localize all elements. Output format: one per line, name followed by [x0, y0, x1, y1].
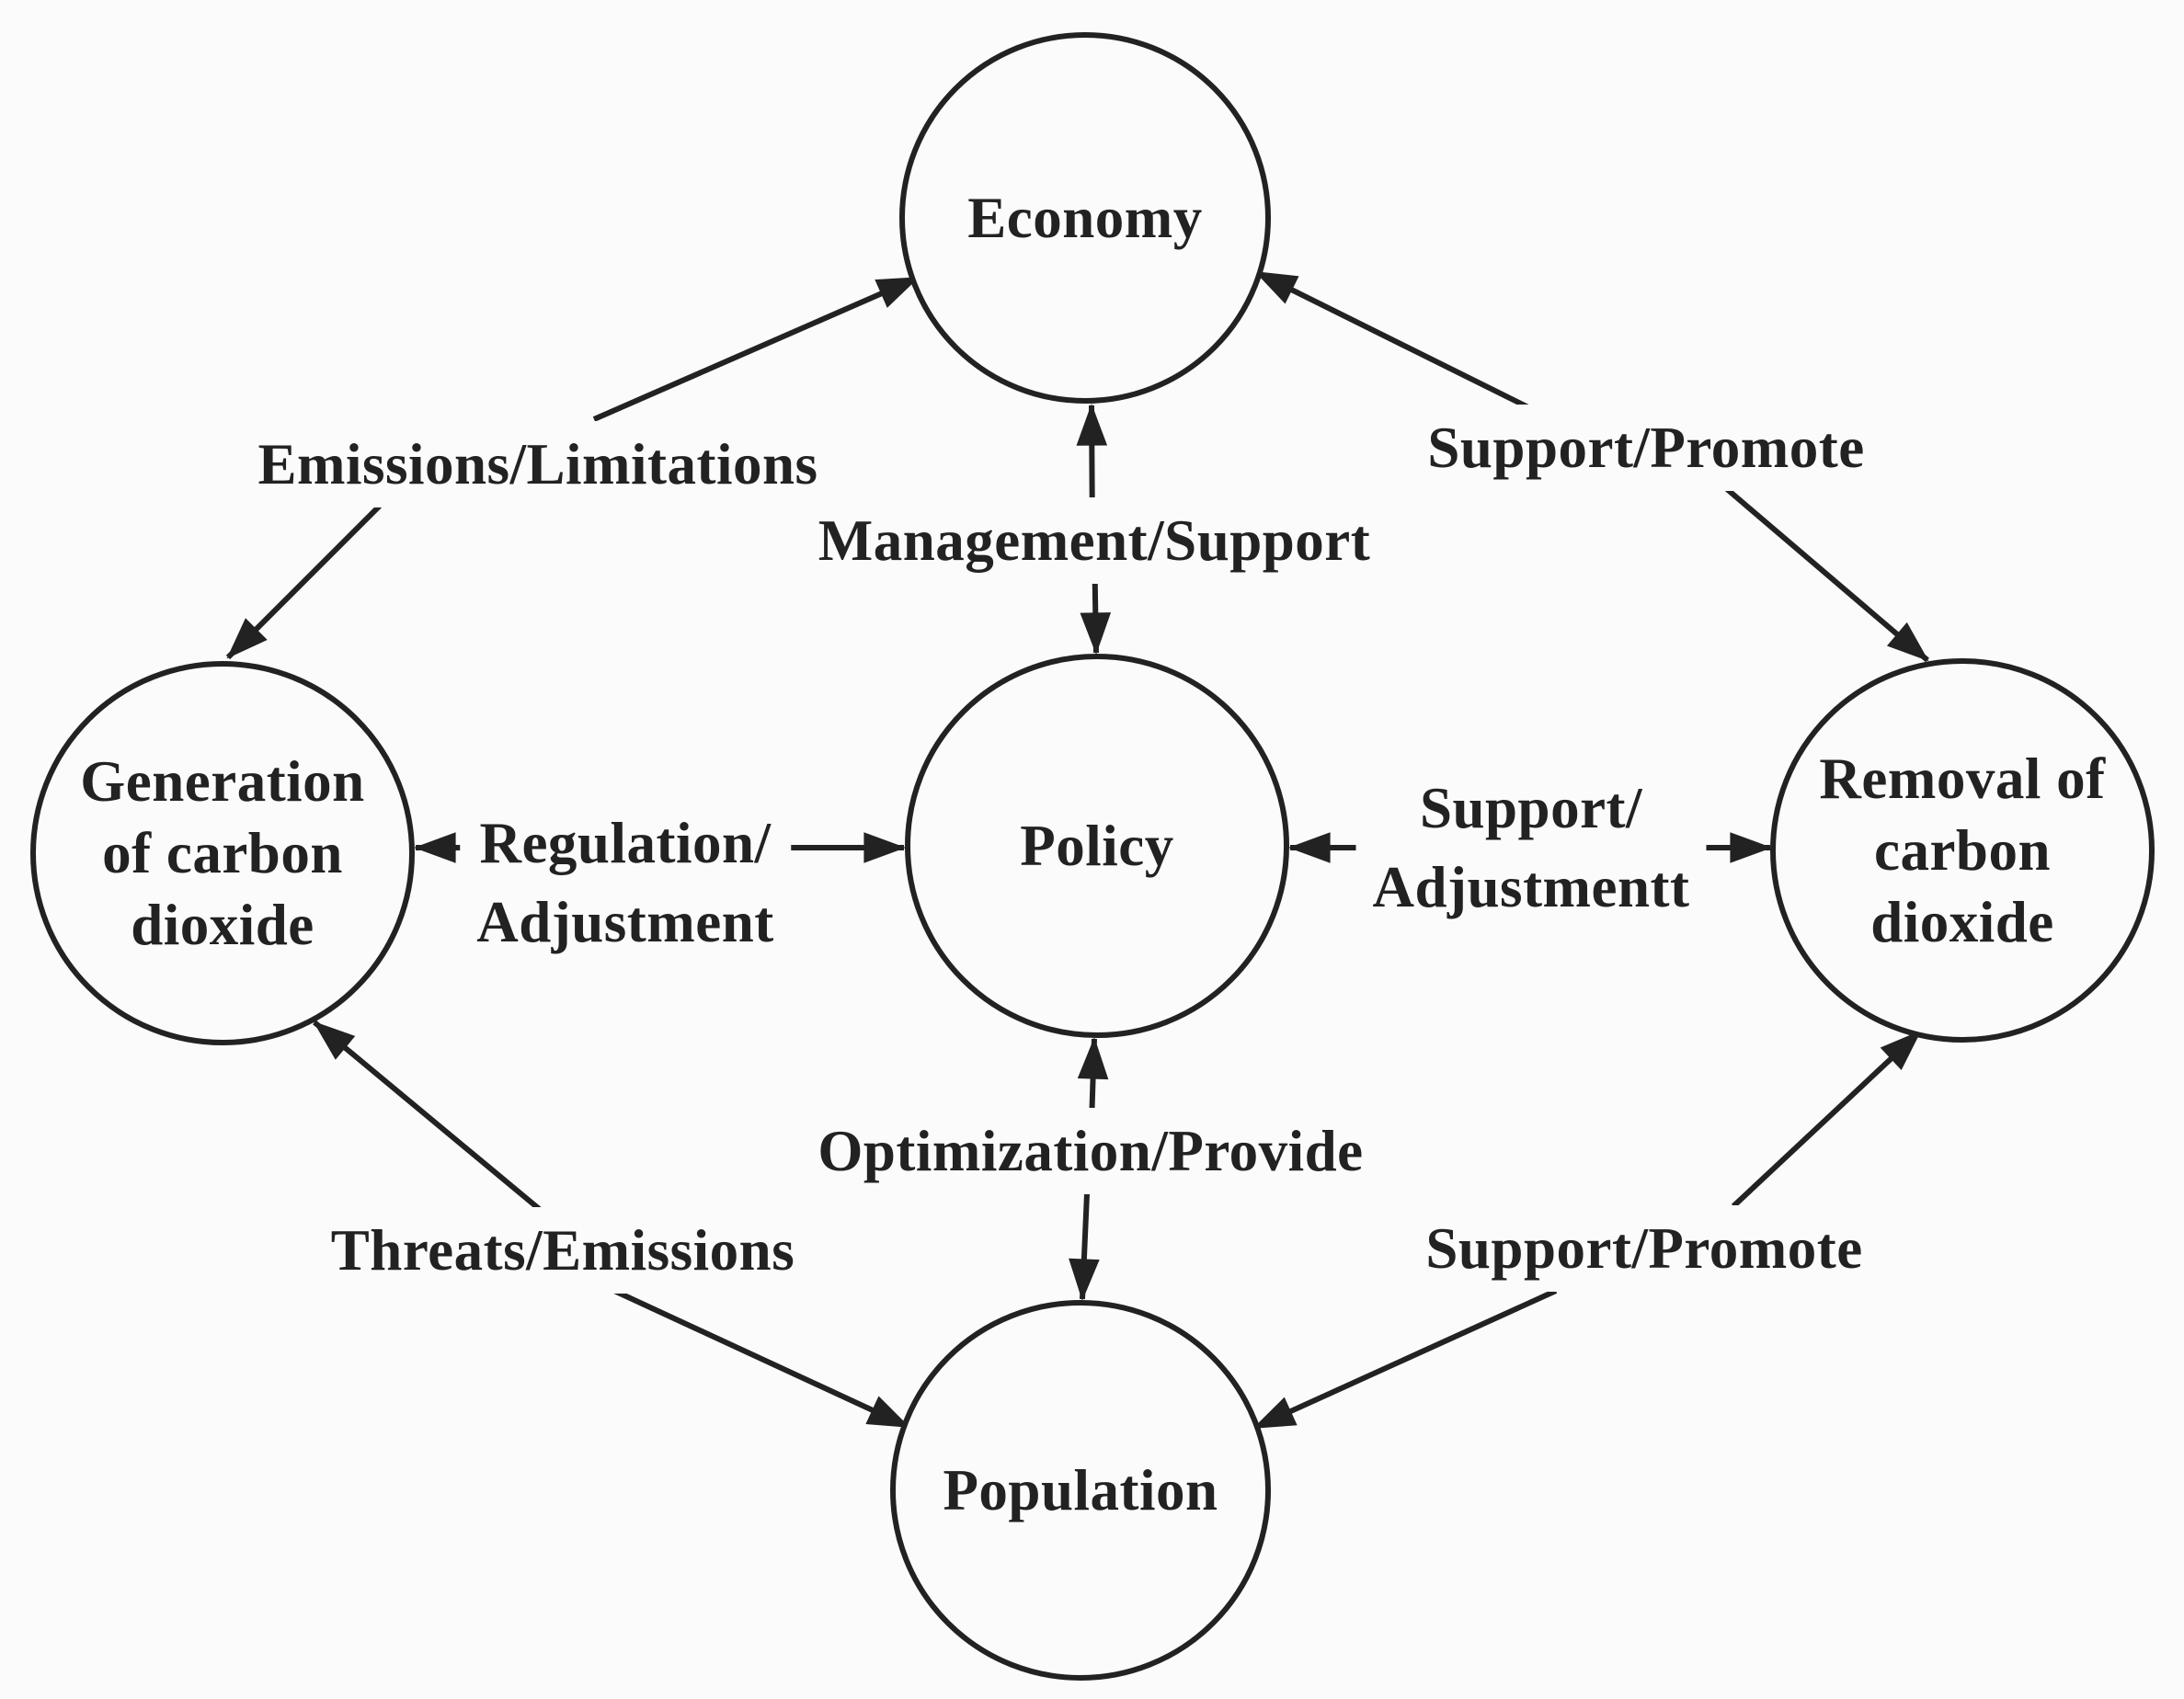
edge-label-policy-population-line: Optimization/Provide [818, 1119, 1364, 1183]
edge-label-population-removal: Support/Promote [1409, 1205, 1880, 1292]
node-label-removal-line: Removal of [1819, 747, 2106, 811]
edge-economy-generation-segment-1 [592, 275, 920, 422]
edge-population-removal-segment-1 [1731, 1029, 1923, 1209]
edge-label-generation-population: Threats/Emissions [314, 1207, 812, 1294]
edge-label-policy-removal: Support/Adjustmentt [1355, 765, 1707, 930]
node-label-population-line: Population [943, 1458, 1218, 1522]
node-label-policy: Policy [1020, 810, 1173, 882]
edge-label-generation-population-line: Threats/Emissions [330, 1218, 795, 1283]
edge-label-policy-removal-line: Support/ [1419, 776, 1643, 840]
edge-economy-removal-segment-1 [1254, 269, 1539, 415]
node-label-population: Population [943, 1454, 1218, 1526]
node-label-generation-line: dioxide [131, 893, 314, 957]
edge-label-population-removal-line: Support/Promote [1425, 1216, 1863, 1281]
edge-label-economy-removal: Support/Promote [1411, 405, 1881, 491]
node-label-policy-line: Policy [1020, 814, 1174, 878]
edge-label-generation-policy-line: Regulation/ [479, 811, 772, 875]
edge-label-policy-population: Optimization/Provide [801, 1108, 1380, 1194]
edge-label-generation-policy-line: Adjustment [476, 890, 774, 954]
edge-label-economy-generation-line: Emissions/Limitations [257, 432, 818, 496]
node-label-removal-line: carbon [1873, 818, 2051, 883]
node-circle-generation [30, 661, 415, 1045]
node-circle-population [890, 1300, 1271, 1681]
edge-population-removal-segment-2 [1252, 1288, 1558, 1431]
edge-label-generation-policy: Regulation/Adjustment [460, 800, 791, 965]
node-label-generation-line: Generation [80, 749, 365, 814]
edge-label-economy-removal-line: Support/Promote [1427, 416, 1865, 480]
edge-label-economy-generation: Emissions/Limitations [241, 421, 835, 507]
node-label-economy-line: Economy [967, 186, 1203, 250]
edge-label-policy-removal-line: Adjustmentt [1372, 855, 1690, 919]
edge-generation-population-segment-2 [612, 1288, 910, 1430]
edge-generation-population-segment-1 [313, 1020, 544, 1214]
node-label-economy: Economy [967, 182, 1203, 254]
edge-economy-removal-segment-2 [1725, 486, 1929, 663]
node-label-generation: Generation of carbon dioxide [80, 746, 364, 961]
node-circle-policy [905, 654, 1289, 1038]
node-label-removal: Removal of carbon dioxide [1819, 743, 2105, 958]
node-label-removal-line: dioxide [1870, 890, 2054, 954]
edge-label-economy-policy: Management/Support [801, 497, 1388, 584]
node-circle-economy [899, 32, 1271, 404]
edge-label-economy-policy-line: Management/Support [818, 508, 1371, 573]
edge-economy-generation-segment-2 [225, 501, 384, 660]
node-label-generation-line: of carbon [102, 821, 343, 885]
node-circle-removal [1770, 658, 2155, 1043]
